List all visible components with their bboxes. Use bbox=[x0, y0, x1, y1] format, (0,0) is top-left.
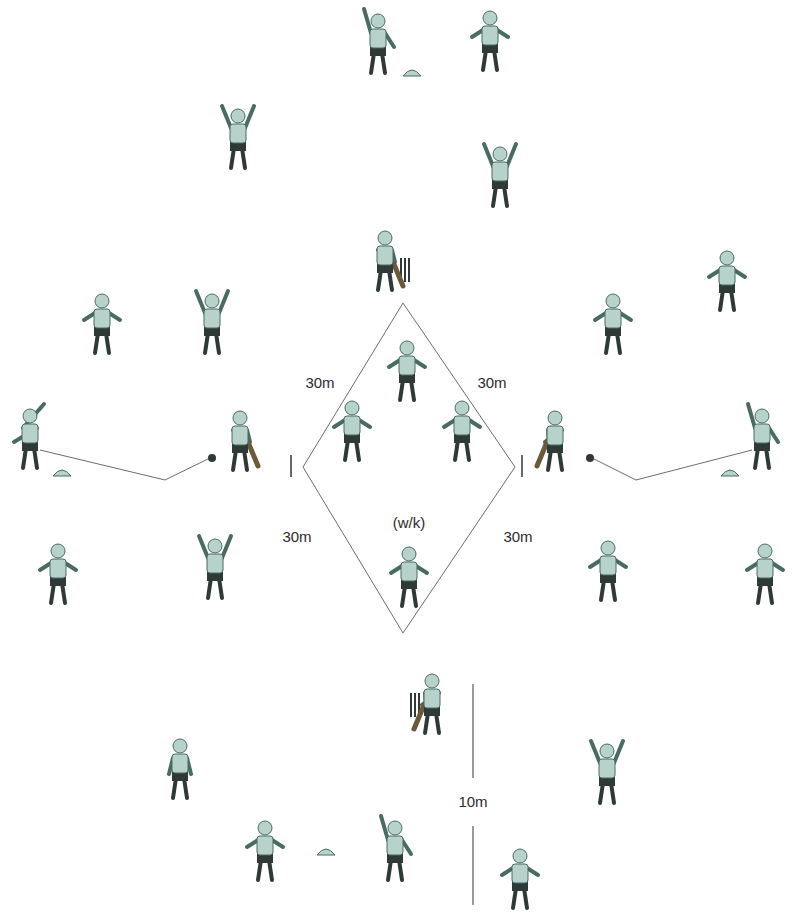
player-figure bbox=[595, 294, 631, 353]
player-figure bbox=[391, 547, 427, 606]
field-lines bbox=[40, 70, 752, 905]
stumps bbox=[408, 258, 410, 282]
player-figure bbox=[222, 106, 254, 168]
player-figure bbox=[472, 11, 508, 70]
distance-label: 30m bbox=[303, 374, 336, 392]
player-figure bbox=[590, 541, 626, 600]
ball-path bbox=[40, 450, 210, 480]
distance-line bbox=[303, 303, 403, 467]
distance-label: 10m bbox=[456, 793, 489, 811]
player-figure bbox=[40, 544, 76, 603]
player-figure bbox=[709, 251, 745, 310]
player-figure bbox=[389, 341, 425, 400]
player-figure bbox=[247, 821, 283, 880]
ball-path bbox=[592, 450, 752, 480]
distance-label: 30m bbox=[280, 528, 313, 546]
distance-line bbox=[473, 826, 474, 905]
player-figure bbox=[14, 404, 44, 468]
distance-label: 30m bbox=[475, 374, 508, 392]
player-figure bbox=[169, 739, 191, 798]
player-figure bbox=[591, 741, 623, 803]
distance-line bbox=[473, 684, 474, 778]
distance-line bbox=[303, 467, 403, 633]
player-figure bbox=[334, 401, 370, 460]
player-figure bbox=[747, 544, 783, 603]
marker-cone bbox=[403, 70, 421, 76]
player-figure bbox=[381, 816, 411, 880]
distance-line bbox=[403, 303, 515, 467]
stumps bbox=[410, 693, 412, 717]
player-figure bbox=[414, 674, 440, 733]
marker-cone bbox=[721, 470, 739, 476]
player-figure bbox=[444, 401, 480, 460]
player-figure bbox=[748, 404, 778, 468]
player-figure bbox=[537, 411, 563, 470]
player-figure bbox=[84, 294, 120, 353]
player-figure bbox=[377, 231, 403, 290]
distance-label: 30m bbox=[501, 528, 534, 546]
stumps bbox=[414, 693, 416, 717]
stumps bbox=[404, 258, 406, 282]
marker-cone bbox=[53, 470, 71, 476]
player-figure bbox=[196, 291, 228, 353]
crease-mark bbox=[521, 455, 523, 477]
marker-cone bbox=[317, 849, 335, 855]
player-figure bbox=[232, 411, 258, 470]
position-label: (w/k) bbox=[391, 514, 428, 532]
players bbox=[14, 9, 783, 908]
player-figure bbox=[199, 536, 231, 598]
crease-mark bbox=[290, 455, 292, 477]
ball bbox=[586, 454, 594, 462]
player-figure bbox=[484, 144, 516, 206]
distance-line bbox=[403, 467, 515, 633]
player-figure bbox=[364, 9, 394, 73]
player-figure bbox=[502, 849, 538, 908]
ball bbox=[208, 454, 216, 462]
